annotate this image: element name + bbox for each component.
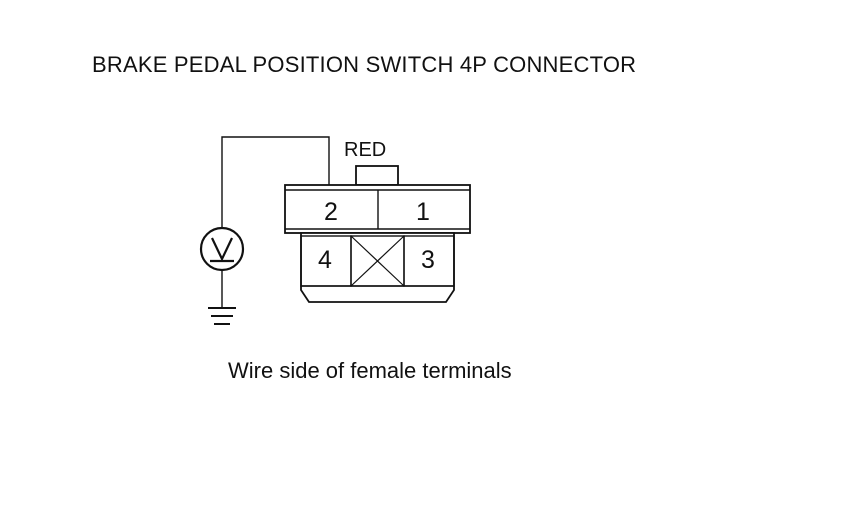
- probe-wire: [221, 136, 330, 228]
- connector-color-label: RED: [344, 139, 386, 161]
- voltmeter-icon: [199, 226, 245, 272]
- terminal-1-label: 1: [416, 198, 430, 226]
- terminal-2-label: 2: [324, 198, 338, 226]
- connector-lower-row: [300, 232, 455, 303]
- diagram-caption: Wire side of female terminals: [228, 358, 512, 383]
- diagram-title: BRAKE PEDAL POSITION SWITCH 4P CONNECTOR: [92, 52, 637, 77]
- terminal-4-label: 4: [318, 246, 332, 274]
- connector-upper-row: [284, 184, 471, 234]
- ground-icon: [208, 307, 236, 325]
- connector-lock-tab: [355, 165, 399, 186]
- terminal-3-label: 3: [421, 246, 435, 274]
